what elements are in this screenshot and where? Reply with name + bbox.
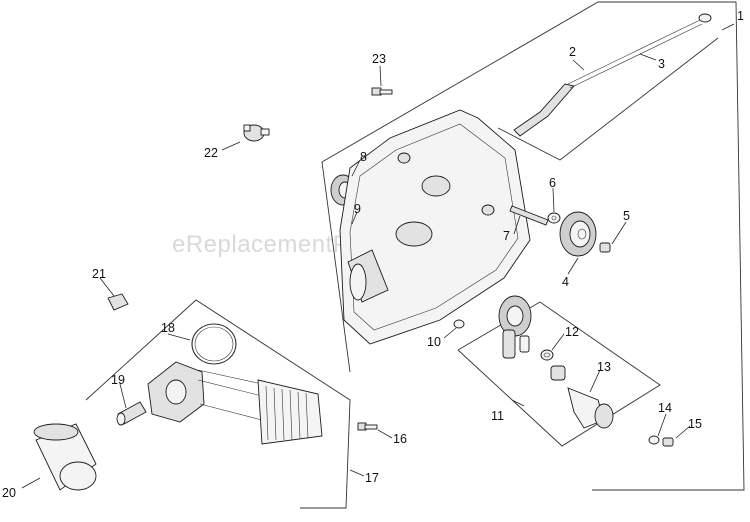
callout-10: 10 [427, 335, 441, 349]
sensor-part-22 [243, 124, 270, 142]
dipstick-tube-part [513, 13, 712, 137]
gear-part-4 [559, 211, 597, 257]
oil-pump-part-11 [498, 295, 532, 359]
washer-part-6 [547, 212, 561, 224]
callout-8: 8 [360, 150, 367, 164]
callout-2: 2 [569, 45, 576, 59]
callout-9: 9 [354, 202, 361, 216]
plug-part-15 [662, 437, 674, 447]
callout-18: 18 [161, 321, 175, 335]
dowel-pin-part-7 [509, 205, 549, 226]
callout-3: 3 [658, 57, 665, 71]
callout-16: 16 [393, 432, 407, 446]
leader-lines [21, 23, 735, 489]
bolt-part-23 [371, 87, 393, 96]
callout-11: 11 [491, 409, 504, 423]
callout-7: 7 [503, 229, 510, 243]
bolt-part-19 [116, 401, 147, 426]
callout-12: 12 [565, 325, 579, 339]
callout-22: 22 [204, 146, 218, 160]
callout-21: 21 [92, 267, 106, 281]
crankcase-cover-part [339, 109, 531, 345]
callout-17: 17 [365, 471, 379, 485]
callout-14: 14 [658, 401, 672, 415]
callout-20: 20 [2, 486, 16, 500]
callout-19: 19 [111, 373, 125, 387]
fitting-part-21 [107, 293, 129, 311]
callout-15: 15 [688, 417, 702, 431]
o-ring-part-12 [540, 349, 554, 361]
callout-23: 23 [372, 52, 386, 66]
frame-main-assembly [321, 1, 745, 491]
callout-4: 4 [562, 275, 569, 289]
oil-cooler-part-17 [147, 361, 323, 445]
frame-dipstick [497, 37, 719, 161]
callout-labels: 1 2 3 4 5 6 7 8 9 10 11 12 13 14 15 16 1… [2, 9, 744, 500]
callout-5: 5 [623, 209, 630, 223]
callout-13: 13 [597, 360, 611, 374]
pickup-screen-part-13 [550, 365, 614, 429]
o-ring-part-18 [191, 323, 237, 365]
oil-filter-part-20 [33, 423, 97, 491]
callout-1: 1 [737, 9, 744, 23]
bolt-part-16 [357, 422, 378, 431]
bolt-part-5 [599, 242, 611, 253]
callout-6: 6 [549, 176, 556, 190]
washer-part-14 [648, 435, 660, 445]
o-ring-part-10 [453, 319, 465, 329]
frame-oil-cooler [85, 299, 351, 509]
